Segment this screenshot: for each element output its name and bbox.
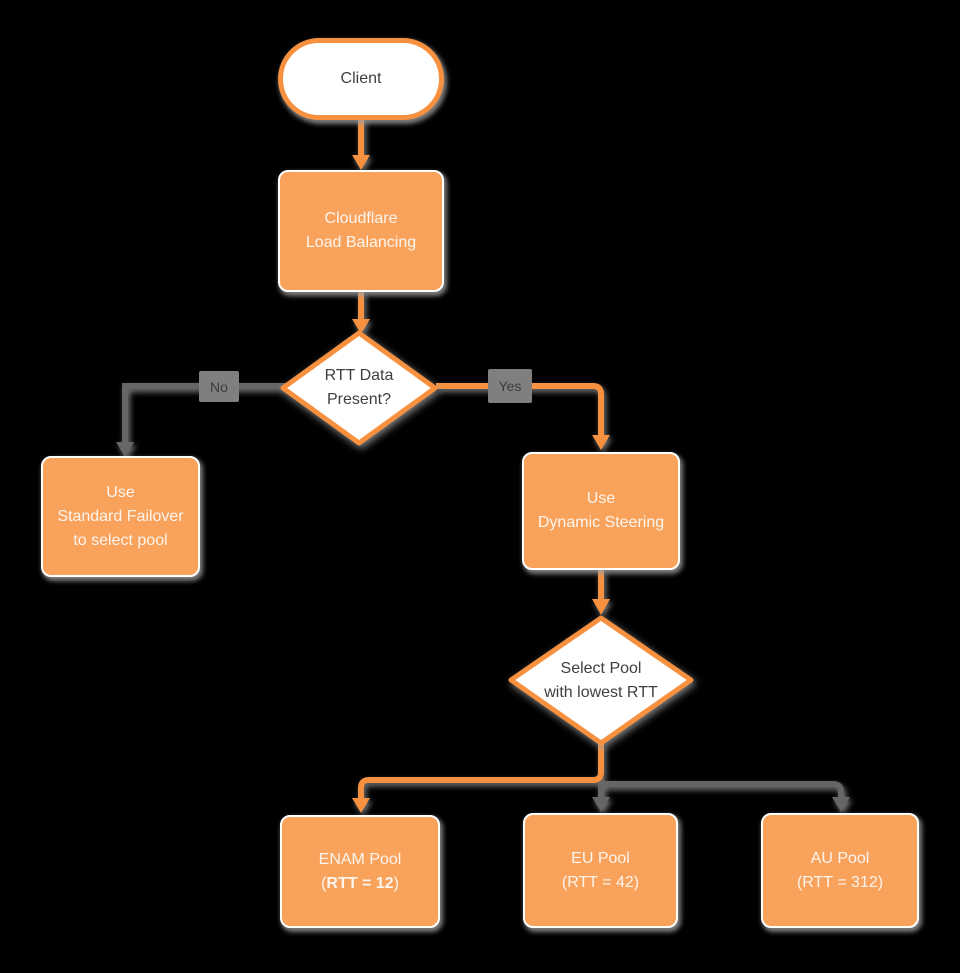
node-pool-decision-line2: with lowest RTT xyxy=(544,683,658,701)
node-load-balancer-line1: Cloudflare xyxy=(324,210,398,227)
connector-steering-to-pool-decision xyxy=(592,570,610,615)
node-dynamic-steering-line2: Dynamic Steering xyxy=(537,514,665,531)
node-enam-pool-line2: (RTT = 12) xyxy=(282,872,438,896)
connector-lb-to-rtt-decision xyxy=(352,292,370,334)
connector-client-to-lb xyxy=(352,116,370,170)
node-au-pool-line1: AU Pool xyxy=(810,849,870,867)
node-rtt-decision-line1: RTT Data xyxy=(324,367,394,384)
node-client: Client xyxy=(278,38,444,120)
node-dynamic-steering-line1: Use xyxy=(586,490,616,507)
edge-label-no: No xyxy=(199,371,239,402)
node-enam-pool-line1: ENAM Pool xyxy=(318,850,402,868)
node-eu-pool-line2: (RTT = 42) xyxy=(561,873,640,891)
enam-rtt-bold: RTT = 12 xyxy=(326,874,394,892)
node-rtt-decision-line2: Present? xyxy=(326,391,392,408)
edge-label-yes: Yes xyxy=(488,369,532,403)
node-enam-pool: ENAM Pool (RTT = 12) xyxy=(280,815,440,928)
connector-to-enam-pool xyxy=(352,743,604,813)
node-standard-failover: Use Standard Failover to select pool xyxy=(41,456,200,577)
node-standard-failover-line1: Use xyxy=(106,483,135,501)
connector-to-au-pool xyxy=(601,781,850,812)
node-load-balancer: Cloudflare Load Balancing xyxy=(278,170,444,292)
node-au-pool: AU Pool (RTT = 312) xyxy=(761,813,919,928)
node-pool-decision: Select Pool with lowest RTT xyxy=(508,615,694,746)
edge-label-yes-text: Yes xyxy=(498,378,522,394)
enam-rtt-open: ( xyxy=(321,874,327,892)
node-eu-pool: EU Pool (RTT = 42) xyxy=(523,813,678,928)
edge-label-no-text: No xyxy=(210,378,228,395)
node-au-pool-line2: (RTT = 312) xyxy=(796,873,884,891)
node-pool-decision-text: Select Pool with lowest RTT xyxy=(508,615,694,746)
connector-yes-branch xyxy=(436,383,610,450)
node-rtt-decision: RTT Data Present? xyxy=(280,330,438,446)
node-dynamic-steering: Use Dynamic Steering xyxy=(522,452,680,570)
node-standard-failover-line3: to select pool xyxy=(73,531,168,549)
rtt-decision-diamond-shape xyxy=(280,330,438,446)
node-standard-failover-line2: Standard Failover xyxy=(57,507,184,525)
enam-rtt-close: ) xyxy=(393,874,399,892)
node-load-balancer-line2: Load Balancing xyxy=(305,234,417,251)
node-eu-pool-line1: EU Pool xyxy=(571,849,630,867)
pool-decision-diamond-shape xyxy=(508,615,694,746)
node-rtt-decision-text: RTT Data Present? xyxy=(280,330,438,446)
node-pool-decision-line1: Select Pool xyxy=(560,659,642,677)
node-client-label: Client xyxy=(340,70,382,87)
